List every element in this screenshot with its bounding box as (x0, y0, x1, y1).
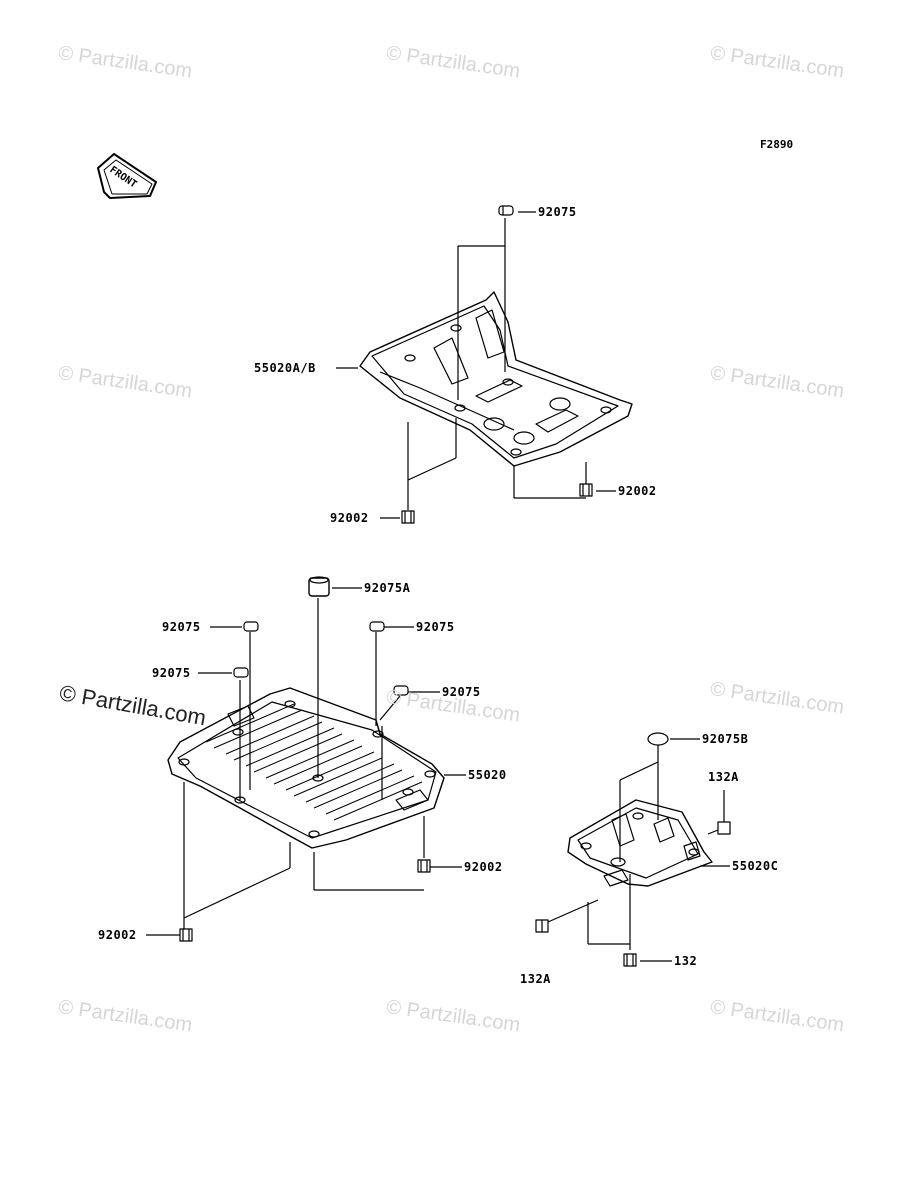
top-skid-plate (359, 291, 633, 467)
part-label-small-bolt-bottom[interactable]: 132 (674, 954, 698, 968)
top-bolt-left-icon (401, 510, 415, 524)
part-label-mid-nut-right-1[interactable]: 92075 (416, 620, 455, 634)
part-label-mid-nut-right-2[interactable]: 92075 (442, 685, 481, 699)
small-collar-icon (647, 732, 669, 746)
front-arrow-icon (97, 153, 157, 199)
part-label-mid-collar[interactable]: 92075A (364, 581, 411, 595)
part-label-small-bolt-top[interactable]: 132A (708, 770, 739, 784)
part-label-top-nut[interactable]: 92075 (538, 205, 577, 219)
part-label-small-bolt-left[interactable]: 132A (520, 972, 551, 986)
part-label-top-guard[interactable]: 55020A/B (254, 361, 316, 375)
top-nut-icon (498, 205, 514, 216)
part-label-mid-guard[interactable]: 55020 (468, 768, 507, 782)
mid-nut-left-2-icon (233, 667, 249, 678)
part-label-small-collar[interactable]: 92075B (702, 732, 749, 746)
small-skid-plate (567, 799, 713, 887)
mid-skid-plate (167, 687, 445, 849)
mid-nut-right-1-icon (369, 621, 385, 632)
part-label-small-guard[interactable]: 55020C (732, 859, 779, 873)
part-label-mid-bolt-right[interactable]: 92002 (464, 860, 503, 874)
mid-nut-left-1-icon (243, 621, 259, 632)
mid-bolt-right-icon (417, 859, 431, 873)
small-bolt-top-icon (707, 821, 731, 835)
part-label-top-bolt-left[interactable]: 92002 (330, 511, 369, 525)
top-bolt-right-icon (579, 483, 593, 497)
figure-code: F2890 (760, 138, 794, 151)
part-label-mid-nut-left-1[interactable]: 92075 (162, 620, 201, 634)
mid-bolt-left-icon (179, 928, 193, 942)
part-label-mid-nut-left-2[interactable]: 92075 (152, 666, 191, 680)
part-label-top-bolt-right[interactable]: 92002 (618, 484, 657, 498)
mid-nut-right-2-icon (393, 685, 409, 696)
mid-collar-icon (308, 576, 330, 597)
small-bolt-left-icon (535, 919, 549, 933)
small-bolt-bottom-icon (623, 953, 637, 967)
part-label-mid-bolt-left[interactable]: 92002 (98, 928, 137, 942)
